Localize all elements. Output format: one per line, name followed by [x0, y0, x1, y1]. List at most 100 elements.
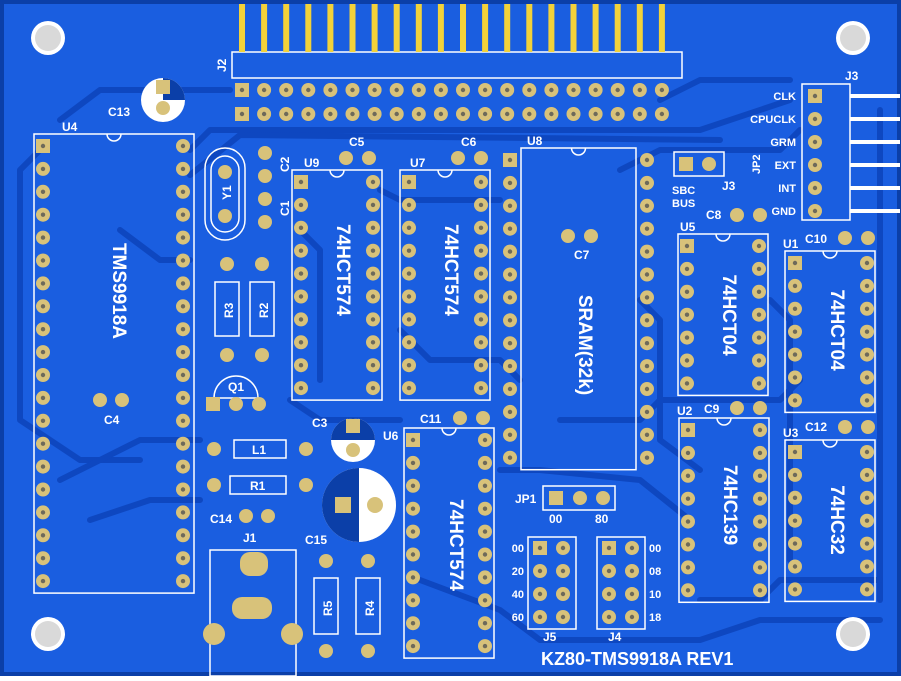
drill-hole	[507, 455, 513, 460]
drill-hole	[482, 87, 488, 93]
drill-hole	[180, 235, 186, 240]
c4-ref: C4	[104, 413, 120, 427]
j1-pad	[281, 623, 303, 645]
c11-ref: C11	[420, 412, 442, 426]
drill-hole	[180, 189, 186, 194]
u2-part-label: 74HC139	[719, 465, 740, 545]
j4-address-label: 18	[649, 612, 661, 624]
drill-hole	[406, 271, 412, 276]
j4-address-label: 08	[649, 566, 661, 578]
drill-hole	[460, 87, 466, 93]
drill-hole	[507, 363, 513, 369]
drill-hole	[757, 565, 763, 570]
drill-hole	[560, 568, 566, 574]
drill-hole	[328, 87, 333, 93]
jp1-ref: JP1	[515, 492, 537, 506]
jp1-pad	[596, 491, 610, 505]
r2-pad	[255, 348, 269, 362]
drill-hole	[482, 621, 488, 626]
drill-hole	[644, 409, 650, 415]
u1-outline	[784, 250, 876, 414]
j2-ref: J2	[215, 58, 229, 72]
c13-ref: C13	[108, 105, 130, 119]
u8-outline	[520, 147, 637, 471]
drill-hole	[812, 139, 818, 145]
drill-hole	[180, 258, 186, 263]
drill-hole	[757, 427, 763, 433]
drill-hole	[298, 179, 304, 185]
c12-ref: C12	[805, 420, 827, 434]
trace	[637, 297, 703, 473]
drill-hole	[507, 295, 513, 300]
trace	[187, 97, 793, 153]
drill-hole	[644, 341, 650, 346]
drill-hole	[864, 352, 870, 357]
drill-hole	[644, 295, 650, 300]
l1-inductor	[233, 439, 287, 459]
drill-hole	[180, 166, 186, 172]
drill-hole	[864, 329, 870, 334]
c5-pad	[339, 151, 353, 165]
drill-hole	[410, 483, 416, 488]
drill-hole	[792, 352, 798, 357]
j2-edge-pin	[592, 4, 599, 52]
j5-ref: J5	[543, 630, 557, 644]
drill-hole	[40, 143, 46, 149]
drill-hole	[350, 87, 355, 93]
j3-lead	[850, 209, 900, 213]
drill-hole	[684, 243, 690, 249]
u2-notch	[716, 417, 732, 426]
drill-hole	[370, 363, 376, 368]
drill-hole	[792, 283, 798, 289]
drill-hole	[507, 409, 513, 415]
drill-hole	[629, 568, 635, 574]
j3-lead	[850, 186, 900, 190]
drill-hole	[507, 249, 513, 254]
drill-hole	[792, 329, 798, 334]
j2-edge-pin	[658, 4, 665, 52]
jp2-jumper[interactable]: SBC BUS J3 JP2	[672, 151, 763, 210]
jp2-ref: JP2	[751, 154, 763, 174]
y1-ref: Y1	[220, 185, 234, 200]
drill-hole	[460, 111, 466, 117]
j2-edge-pin	[327, 4, 334, 52]
drill-hole	[306, 87, 311, 93]
drill-hole	[180, 304, 186, 309]
jp2-pad	[679, 157, 693, 171]
drill-hole	[684, 289, 690, 294]
drill-hole	[864, 472, 870, 478]
drill-hole	[410, 529, 416, 534]
j4-ref: J4	[608, 630, 622, 644]
j3-lead	[850, 117, 900, 121]
c6-pad	[474, 151, 488, 165]
r5-pad	[319, 644, 333, 658]
r3-pad	[220, 348, 234, 362]
c11-pad	[476, 411, 490, 425]
drill-hole	[261, 111, 267, 117]
j5-address-label: 60	[512, 612, 524, 624]
drill-hole	[684, 266, 690, 272]
drill-hole	[478, 294, 484, 299]
u6-notch	[441, 427, 457, 436]
drill-hole	[629, 545, 635, 551]
u6-outline	[403, 427, 495, 659]
drill-hole	[406, 363, 412, 368]
drill-hole	[792, 495, 798, 500]
r3-resistor	[214, 281, 240, 337]
c4-pad	[115, 393, 129, 407]
jp1-jumper[interactable]: JP1 00 80	[515, 485, 616, 526]
drill-hole	[659, 111, 665, 117]
c6-ref: C6	[461, 135, 477, 149]
u2-outline	[678, 417, 770, 604]
u1-ref: U1	[783, 237, 799, 251]
drill-hole	[527, 111, 532, 117]
u1-notch	[822, 250, 838, 259]
drill-hole	[298, 202, 304, 208]
drill-hole	[560, 591, 566, 597]
drill-hole	[549, 111, 554, 117]
u6-ref: U6	[383, 429, 399, 443]
